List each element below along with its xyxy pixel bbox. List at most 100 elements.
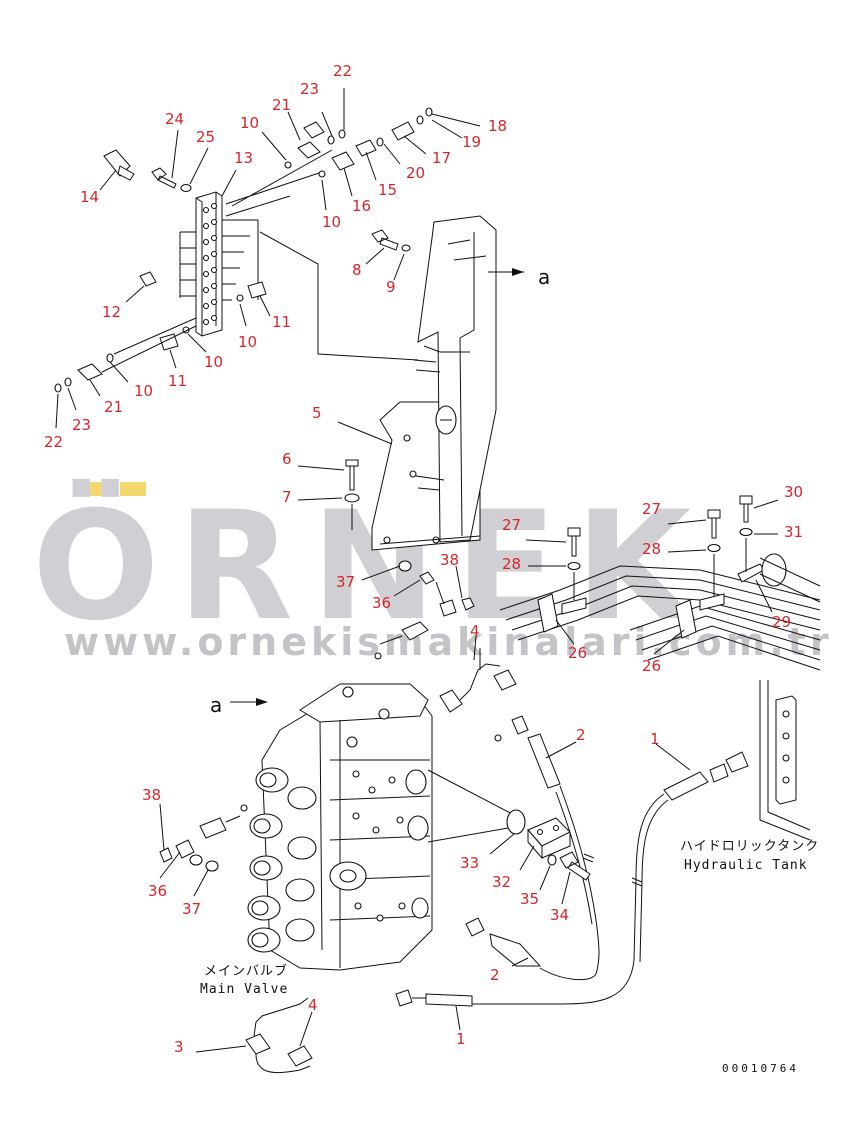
callout-14: 14	[80, 188, 99, 206]
callout-27b: 27	[642, 500, 661, 518]
pipe-clamp	[675, 599, 697, 639]
pipe-clamp	[537, 593, 559, 633]
callout-28: 28	[502, 555, 521, 573]
callout-38: 38	[440, 551, 459, 569]
callout-12: 12	[102, 303, 121, 321]
callout-10e: 10	[134, 382, 153, 400]
callout-2: 2	[576, 726, 586, 744]
callout-6: 6	[282, 450, 292, 468]
callout-26: 26	[568, 644, 587, 662]
callout-16: 16	[352, 197, 371, 215]
cover-plate-assembly	[506, 809, 591, 881]
bracket-assembly: a	[344, 215, 550, 551]
callout-37: 37	[336, 573, 355, 591]
callout-17: 17	[432, 149, 451, 167]
callout-21: 21	[272, 96, 291, 114]
adapter-fitting	[297, 141, 321, 159]
elbow-fitting	[331, 151, 355, 171]
callout-3: 3	[174, 1038, 184, 1056]
callout-2b: 2	[490, 966, 500, 984]
callout-10b: 10	[322, 213, 341, 231]
hoses	[395, 715, 749, 1007]
view-a-label-top: a	[538, 265, 550, 289]
callout-34: 34	[550, 906, 569, 924]
callout-22: 22	[333, 62, 352, 80]
washer	[180, 183, 192, 193]
tank-port-block	[775, 695, 797, 805]
callout-11: 11	[272, 313, 291, 331]
callout-10: 10	[240, 114, 259, 132]
callout-38b: 38	[142, 786, 161, 804]
connector	[493, 669, 517, 691]
callout-5: 5	[312, 404, 322, 422]
watermark-url: www.ornekismakinalari.com.tr	[64, 620, 833, 664]
hydraulic-tank-label-en: Hydraulic Tank	[684, 858, 808, 873]
callout-22b: 22	[44, 433, 63, 451]
pipe-clamp-assembly	[499, 495, 821, 671]
callout-24: 24	[165, 110, 184, 128]
callout-11b: 11	[168, 372, 187, 390]
valve-ports	[342, 686, 406, 922]
callout-1: 1	[650, 730, 660, 748]
callout-4: 4	[470, 622, 480, 640]
hydraulic-tank-label-jp: ハイドロリックタンク	[680, 839, 819, 854]
callout-9: 9	[386, 278, 396, 296]
washer	[401, 244, 411, 252]
bolt	[345, 459, 359, 491]
watermark: ÖRNEK www.ornekismakinalari.com.tr	[32, 478, 833, 664]
washer	[547, 854, 557, 866]
main-valve-label-jp: メインバルブ	[204, 963, 288, 979]
tank-wall	[759, 680, 811, 841]
callout-23: 23	[300, 80, 319, 98]
callout-37b: 37	[182, 900, 201, 918]
leader-lines	[55, 88, 779, 1053]
callout-23b: 23	[72, 416, 91, 434]
callout-25: 25	[196, 128, 215, 146]
nut	[398, 560, 412, 572]
callout-10c: 10	[238, 333, 257, 351]
watermark-brand: ÖRNEK	[32, 478, 709, 654]
callout-28b: 28	[642, 540, 661, 558]
callout-36: 36	[372, 594, 391, 612]
callout-7: 7	[282, 488, 292, 506]
manifold-block-assembly	[54, 107, 433, 393]
callout-1b: 1	[456, 1030, 466, 1048]
hydraulic-tank: ハイドロリックタンク Hydraulic Tank	[680, 680, 819, 873]
hose-fitting	[511, 715, 529, 735]
drawing-number: 00010764	[722, 1062, 799, 1075]
callout-27: 27	[502, 516, 521, 534]
callout-15: 15	[378, 181, 397, 199]
watermark-umlaut-left	[78, 482, 104, 496]
washer	[344, 493, 360, 503]
callout-35: 35	[520, 890, 539, 908]
main-valve-label-en: Main Valve	[200, 982, 288, 997]
callout-numbers: 22 23 21 10 24 25 13 14 18 19 17 20 15 1…	[44, 62, 803, 1056]
hose-fitting	[663, 771, 709, 801]
callout-19: 19	[462, 133, 481, 151]
manifold-block	[195, 191, 223, 337]
plug	[139, 271, 157, 287]
bolt	[151, 167, 177, 189]
lower-pressure-sensor: メインバルブ Main Valve 00010764	[200, 963, 799, 1075]
callout-13: 13	[234, 149, 253, 167]
pipe-clamp	[737, 563, 765, 583]
bolt	[371, 229, 399, 251]
callout-10d: 10	[204, 353, 223, 371]
view-a-label-valve: a	[210, 693, 222, 717]
callout-18: 18	[488, 117, 507, 135]
callout-33: 33	[460, 854, 479, 872]
o-ring	[506, 809, 526, 835]
upper-pressure-sensor	[374, 560, 517, 713]
callout-8: 8	[352, 261, 362, 279]
side-fittings	[159, 804, 248, 872]
manifold-ports	[202, 202, 218, 326]
callout-26b: 26	[642, 657, 661, 675]
connector	[287, 1045, 313, 1067]
watermark-umlaut-right	[120, 482, 146, 496]
callout-4b: 4	[308, 996, 318, 1014]
callout-32: 32	[492, 873, 511, 891]
callout-36b: 36	[148, 882, 167, 900]
callout-31: 31	[784, 523, 803, 541]
bolt	[559, 851, 591, 881]
